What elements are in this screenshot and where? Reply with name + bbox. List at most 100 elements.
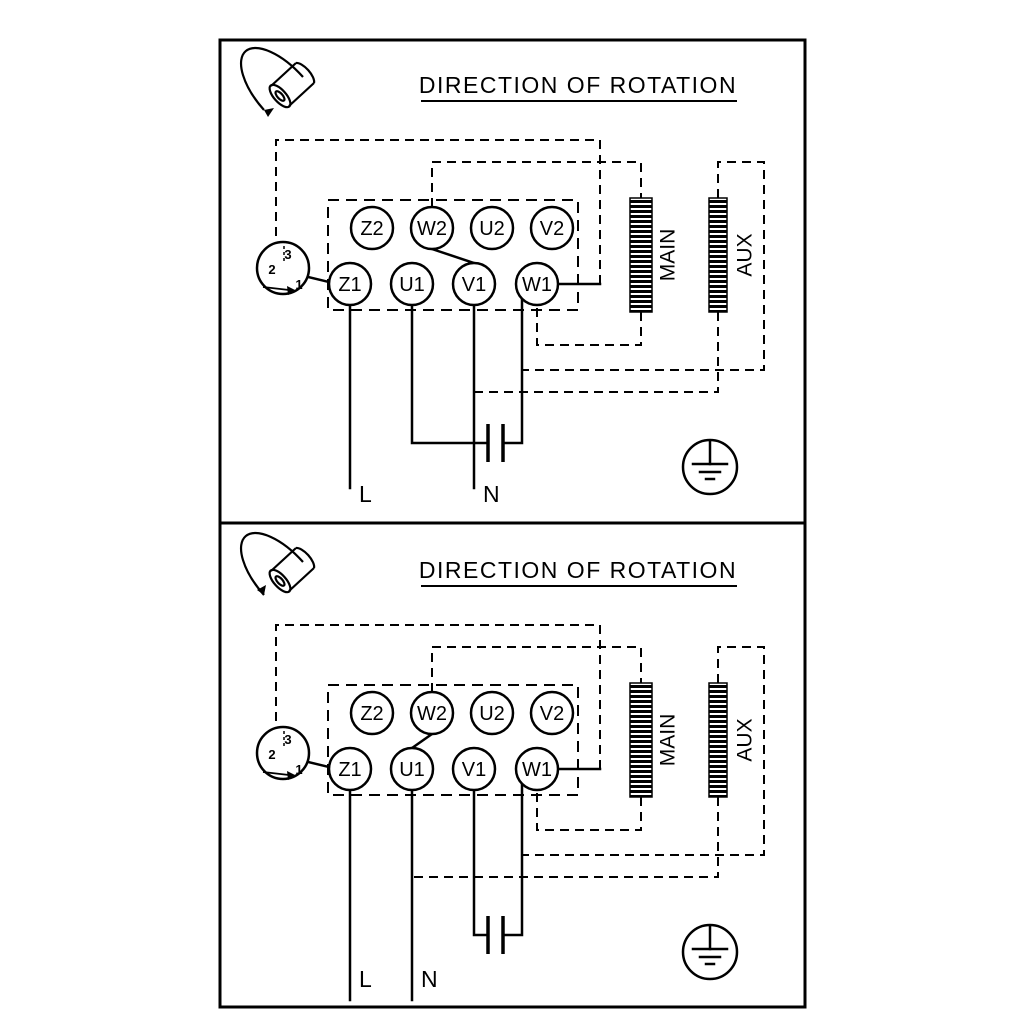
shaft-back-cap: [295, 546, 316, 569]
selector-switch: 3 2 1: [255, 240, 311, 296]
terminal-v2-label: V2: [540, 218, 564, 240]
terminal-u1: [389, 746, 435, 792]
main-winding-bar: [629, 197, 653, 313]
terminal-w1-label: W1: [522, 759, 552, 781]
rotation-arrow-head: [257, 585, 266, 595]
rotation-arrow-arc: [239, 46, 304, 111]
panel-direction-1: DIRECTION OF ROTATION: [218, 38, 807, 525]
dashed-links: [275, 139, 765, 393]
panel-border: [218, 521, 807, 1009]
terminal-w1-label: W1: [522, 274, 552, 296]
main-winding-label: MAIN: [657, 229, 680, 282]
terminal-z2-label: Z2: [360, 218, 383, 240]
aux-winding-bar: [708, 197, 728, 313]
selector-switch: 3 2 1: [255, 725, 311, 781]
terminal-u2: [469, 690, 515, 736]
neutral-label: N: [483, 481, 500, 507]
wire-selector-z1: [306, 760, 331, 769]
solid-wires: [306, 732, 602, 1002]
shaft-face: [268, 568, 292, 594]
wire-w2-u1: [410, 732, 434, 750]
link-aux-top-capacitor: [522, 646, 765, 856]
link-aux-bottom-neutral: [474, 312, 719, 393]
terminal-w2: [409, 690, 455, 736]
terminal-u2-label: U2: [479, 218, 505, 240]
line-label: L: [359, 966, 372, 992]
panel-title: DIRECTION OF ROTATION: [419, 72, 737, 98]
main-winding-label: MAIN: [657, 714, 680, 767]
selector-pos-3: 3: [284, 247, 291, 262]
terminals: Z2 W2 U2 V2 Z1 U1 V1 W1: [327, 690, 575, 792]
terminal-u2-label: U2: [479, 703, 505, 725]
main-winding-bar: [629, 682, 653, 798]
terminal-u1-label: U1: [399, 759, 425, 781]
aux-winding-label: AUX: [734, 718, 757, 761]
terminal-u1-label: U1: [399, 274, 425, 296]
wire-w2-v1: [430, 247, 476, 265]
terminal-w2: [409, 205, 455, 251]
terminal-v2-label: V2: [540, 703, 564, 725]
terminal-v2: [529, 205, 575, 251]
link-w2-main-top: [431, 646, 642, 692]
terminal-z1-label: Z1: [338, 759, 361, 781]
shaft-bore: [274, 575, 286, 587]
shaft-side-line: [288, 82, 315, 107]
wire-selector-z1: [306, 275, 331, 284]
terminal-u2: [469, 205, 515, 251]
terminal-z1: [327, 261, 373, 307]
line-label: L: [359, 481, 372, 507]
rotation-direction-icon: [239, 531, 316, 596]
terminal-z2: [349, 205, 395, 251]
terminal-w1: [514, 746, 560, 792]
aux-winding: AUX: [708, 197, 757, 313]
shaft-side-line: [288, 567, 315, 592]
neutral-label: N: [421, 966, 438, 992]
dashed-links: [275, 624, 765, 878]
selector-circle: [255, 240, 311, 296]
terminal-z1-label: Z1: [338, 274, 361, 296]
shaft-bore: [274, 90, 286, 102]
link-w2-main-top: [431, 161, 642, 207]
terminal-w2-label: W2: [417, 218, 447, 240]
link-main-bottom-w1: [536, 790, 642, 831]
shaft-face: [268, 83, 292, 109]
selector-pos-1: 1: [295, 762, 302, 777]
wire-capacitor-w1: [501, 297, 524, 445]
rotation-direction-icon: [239, 46, 316, 117]
aux-winding: AUX: [708, 682, 757, 798]
terminal-w1: [514, 261, 560, 307]
terminal-v1-label: V1: [462, 274, 486, 296]
selector-pos-2: 2: [268, 747, 275, 762]
link-w1-selector: [275, 139, 601, 284]
terminal-v1: [451, 261, 497, 307]
ground-icon: [681, 438, 739, 496]
selector-arrow-head: [287, 771, 297, 780]
terminals: Z2 W2 U2 V2 Z1 U1 V1 W1: [327, 205, 575, 307]
wire-capacitor-w1: [501, 782, 524, 937]
terminal-z2: [349, 690, 395, 736]
terminal-w2-label: W2: [417, 703, 447, 725]
selector-arrow-line: [262, 771, 290, 776]
link-aux-top-capacitor: [522, 161, 765, 371]
panel-title: DIRECTION OF ROTATION: [419, 557, 737, 583]
selector-pos-2: 2: [268, 262, 275, 277]
selector-arrow-head: [287, 286, 297, 295]
link-aux-bottom-neutral: [412, 797, 719, 878]
terminal-v1: [451, 746, 497, 792]
link-main-bottom-w1: [536, 305, 642, 346]
panel-direction-2: DIRECTION OF ROTATION: [218, 521, 807, 1009]
selector-pos-1: 1: [295, 277, 302, 292]
rotation-arrow-arc: [239, 531, 304, 596]
main-winding: MAIN: [629, 197, 680, 313]
shaft-back-cap: [295, 61, 316, 84]
capacitor-symbol: [486, 916, 505, 954]
aux-winding-bar: [708, 682, 728, 798]
wire-v1-capacitor: [472, 788, 490, 937]
terminal-z1: [327, 746, 373, 792]
selector-circle: [255, 725, 311, 781]
capacitor-symbol: [486, 424, 505, 462]
wire-u1-capacitor: [410, 303, 490, 445]
terminal-u1: [389, 261, 435, 307]
